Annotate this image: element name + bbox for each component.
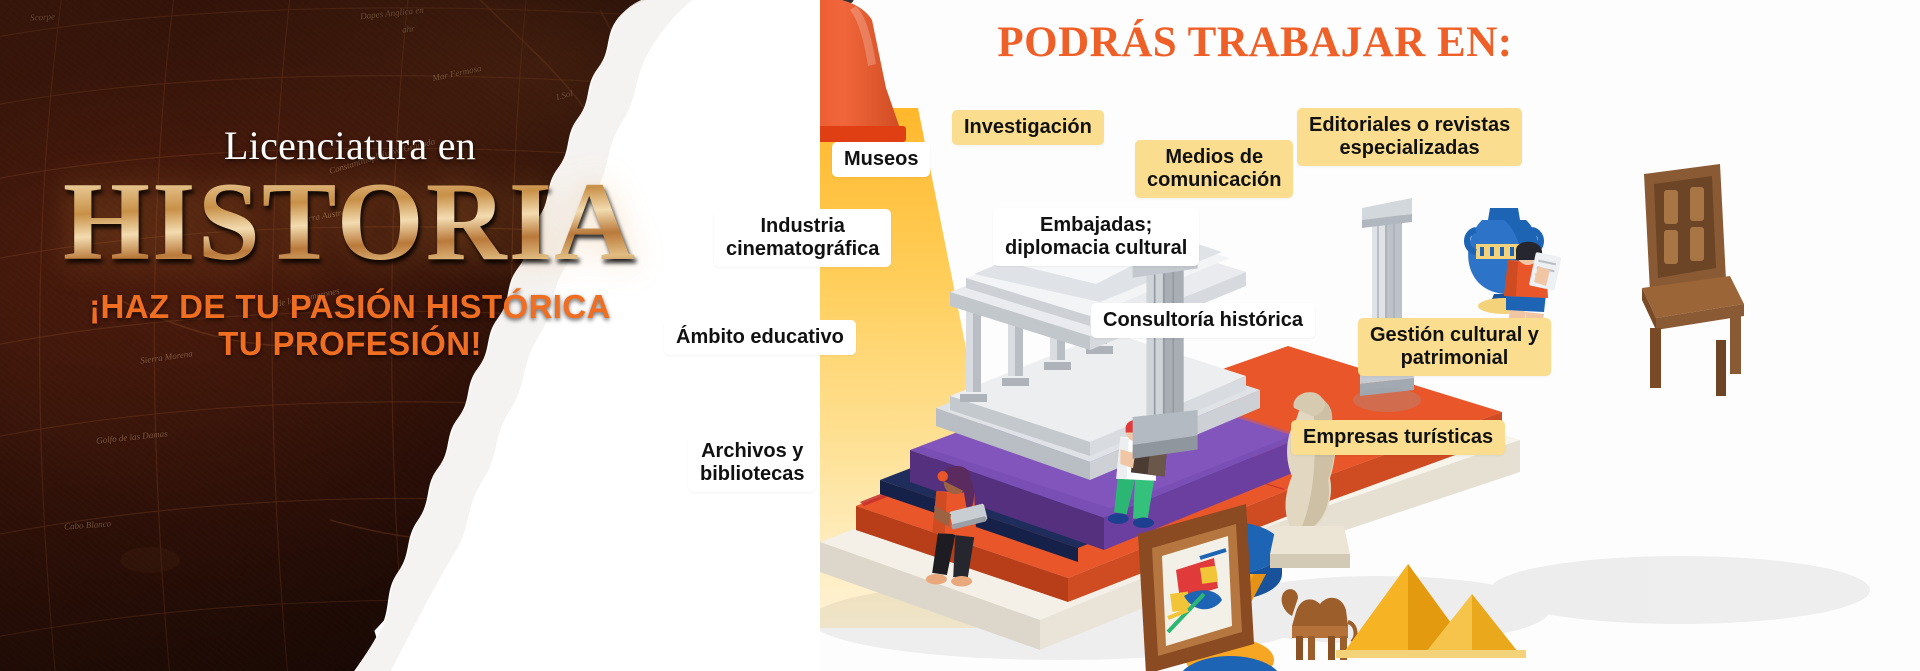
right-section-heading: PODRÁS TRABAJAR EN: [997,19,1513,66]
camel-icon [1281,589,1358,660]
label-archivos[interactable]: Archivos y bibliotecas [688,434,817,493]
page-title: HISTORIA [30,166,670,278]
label-embajadas[interactable]: Embajadas; diplomacia cultural [993,208,1200,267]
sub-title-line-1: ¡HAZ DE TU PASIÓN HISTÓRICA [89,287,611,325]
antique-chair-icon [1642,164,1744,396]
label-empresas[interactable]: Empresas turísticas [1291,420,1506,456]
label-industria[interactable]: Industria cinematográfica [714,209,892,268]
label-gestion[interactable]: Gestión cultural y patrimonial [1358,318,1551,377]
label-museos[interactable]: Museos [832,142,931,178]
label-medios[interactable]: Medios de comunicación [1135,140,1294,199]
sub-title: ¡HAZ DE TU PASIÓN HISTÓRICA TU PROFESIÓN… [30,288,670,363]
framed-painting-icon [1138,504,1254,671]
greek-column-icon [1353,198,1421,412]
sub-title-line-2: TU PROFESIÓN! [218,325,482,363]
left-headline-block: Licenciatura en HISTORIA ¡HAZ DE TU PASI… [30,126,670,363]
person-with-laptop-icon [925,465,988,587]
label-ambito[interactable]: Ámbito educativo [664,320,856,356]
label-investigacion[interactable]: Investigación [952,110,1104,146]
main-title-wrapper: HISTORIA [30,166,670,278]
pyramids-icon [1336,564,1526,658]
label-editoriales[interactable]: Editoriales o revistas especializadas [1297,108,1523,167]
label-consultoria[interactable]: Consultoría histórica [1091,303,1316,339]
